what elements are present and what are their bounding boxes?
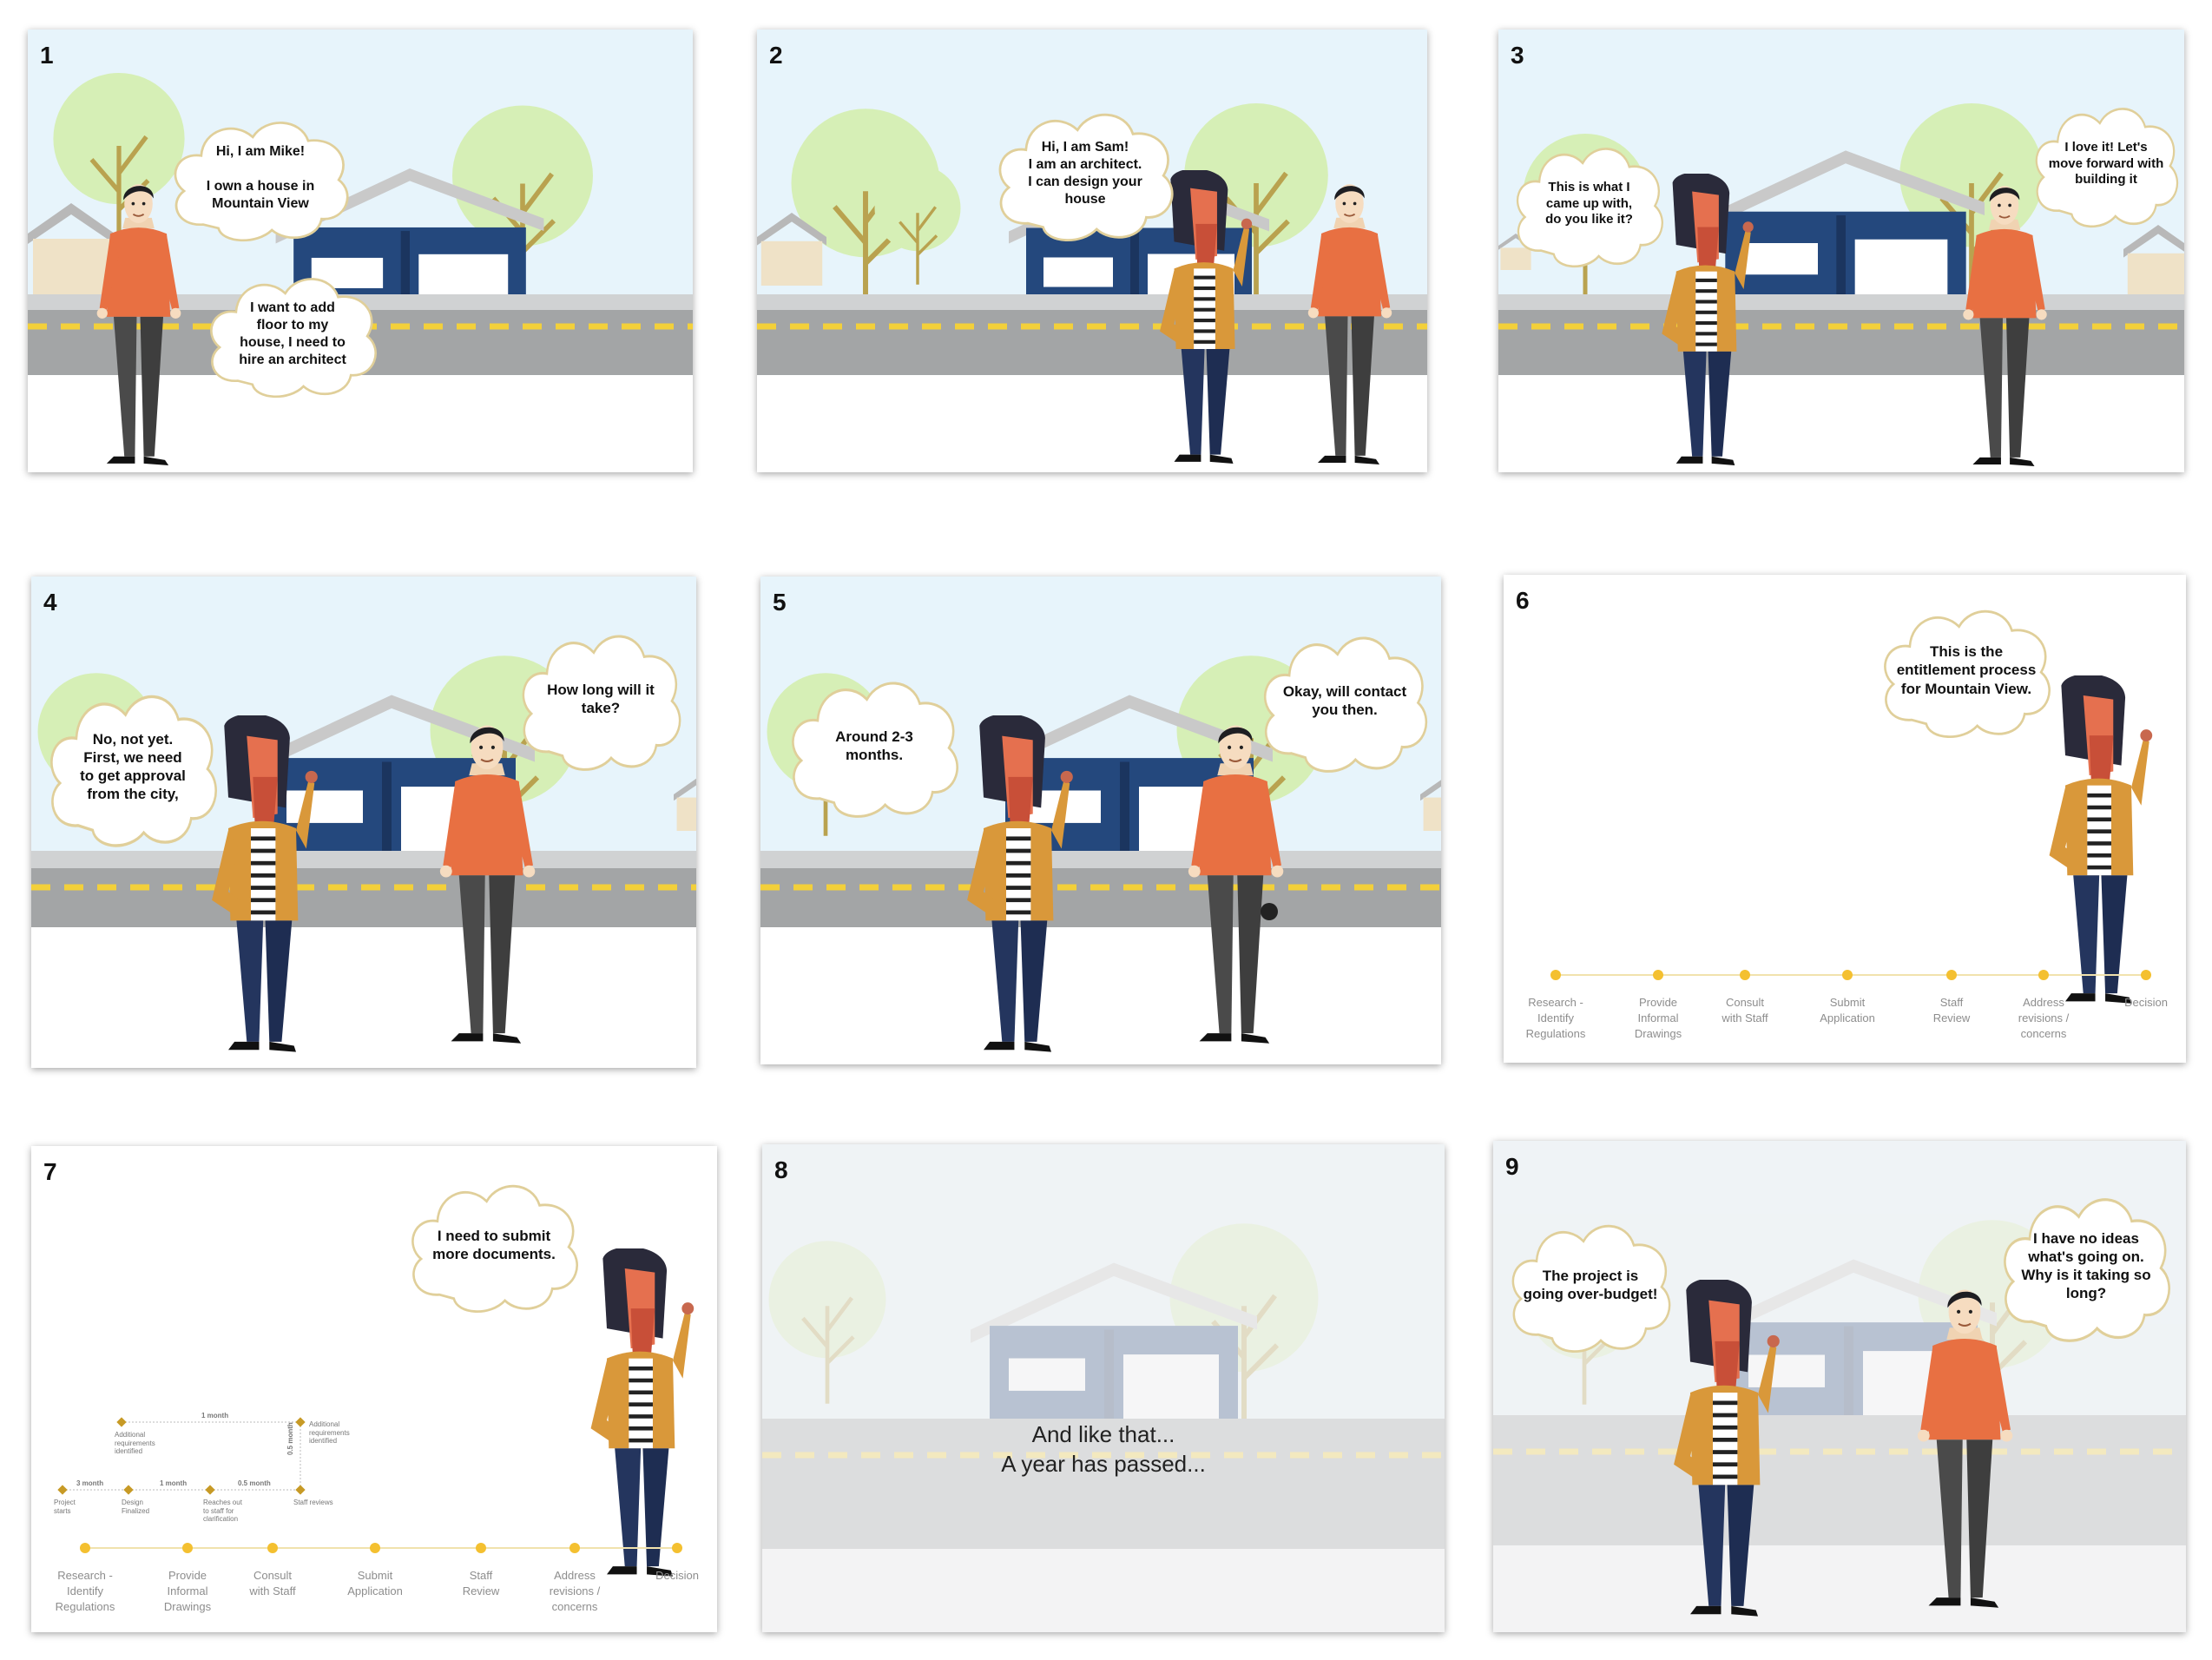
milestone-label: Additional requirements identified <box>115 1431 155 1456</box>
speech-bubble: I love it! Let's move forward with build… <box>2028 99 2184 229</box>
speech-text: No, not yet. First, we need to get appro… <box>80 730 186 803</box>
timeline-label: Consult with Staff <box>249 1569 296 1598</box>
speech-text: How long will it take? <box>547 681 655 716</box>
milestone-label: Additional requirements identified <box>309 1420 350 1446</box>
panel-number: 8 <box>774 1156 788 1183</box>
speech-text: Hi, I am Sam! I am an architect. I can d… <box>1028 140 1142 207</box>
milestone-label: Design Finalized <box>122 1499 150 1515</box>
timeline-label: Provide Informal Drawings <box>163 1569 212 1614</box>
speech-bubble: How long will it take? <box>514 625 688 773</box>
speech-bubble: Around 2-3 months. <box>783 672 965 820</box>
timeline-dot <box>476 1543 486 1553</box>
speech-bubble: The project is going over-budget! <box>1504 1215 1677 1354</box>
timeline-label: Submit Application <box>1820 996 1875 1025</box>
speech-bubble: Okay, will contact you then. <box>1255 627 1434 774</box>
panel-number: 5 <box>773 589 787 616</box>
speech-bubble: I need to submit more documents. <box>403 1176 585 1314</box>
timeline-dot <box>1740 970 1750 980</box>
panel-6-scene <box>2049 675 2153 1004</box>
panel-number: 4 <box>43 589 57 616</box>
panel-6: 6 This is the entitlement process for Mo… <box>1504 575 2186 1063</box>
timeline-dot <box>370 1543 380 1553</box>
panel-3: 3 This is what I came up with, do you li… <box>1498 30 2184 472</box>
timeline-dot <box>1946 970 1957 980</box>
speech-text: This is the entitlement process for Moun… <box>1896 643 2037 697</box>
timeline-dot <box>80 1543 90 1553</box>
timeline-label: Submit Application <box>347 1569 403 1598</box>
timeline-label: Address revisions / concerns <box>2018 996 2070 1041</box>
panel-number: 9 <box>1505 1153 1519 1180</box>
panel-number: 1 <box>40 42 54 69</box>
timeline-dot <box>569 1543 580 1553</box>
speech-text: I want to add floor to my house, I need … <box>239 300 346 367</box>
speech-text: Okay, will contact you then. <box>1282 682 1407 718</box>
duration-label: 1 month <box>160 1479 188 1487</box>
timeline-dot <box>1842 970 1853 980</box>
duration-label: 0.5 month <box>238 1479 271 1487</box>
speech-text: Hi, I am Mike! I own a house in Mountain… <box>206 144 315 211</box>
panel-number: 2 <box>769 42 783 69</box>
duration-label: 1 month <box>201 1412 229 1420</box>
timeline-label: Staff Review <box>1932 996 1971 1025</box>
milestone-label: Project starts <box>54 1499 76 1515</box>
panel-number: 6 <box>1516 587 1530 614</box>
duration-label: 0.5 month <box>286 1422 294 1455</box>
speech-bubble: This is what I came up with, do you like… <box>1509 139 1669 269</box>
timeline-label: Consult with Staff <box>1722 996 1768 1025</box>
speech-bubble: Hi, I am Sam! I am an architect. I can d… <box>990 104 1181 243</box>
milestone-label: Staff reviews <box>293 1499 333 1506</box>
panel-7: 7 I need to submit more documents. 3 mon… <box>31 1146 717 1632</box>
timeline-dot <box>2141 970 2151 980</box>
panel-5: 5 Around 2-3 months. Okay, will contact … <box>760 576 1441 1064</box>
timeline-label: Research - Identify Regulations <box>55 1569 115 1614</box>
panel-2: 2 Hi, I am Sam! I am an architect. I can… <box>757 30 1427 472</box>
panel-1: 1 Hi, I am Mike! I own a house in Mounta… <box>28 30 693 472</box>
timeline-label: Decision <box>655 1569 699 1582</box>
timeline-dot <box>2038 970 2049 980</box>
timeline-line <box>85 1547 675 1549</box>
speech-text: I have no ideas what's going on. Why is … <box>2021 1229 2151 1302</box>
speech-text: This is what I came up with, do you like… <box>1545 179 1633 227</box>
speech-bubble: This is the entitlement process for Moun… <box>1875 601 2057 740</box>
caption-text: And like that... A year has passed... <box>1001 1421 1206 1477</box>
panel-4: 4 No, not yet. First, we need to get app… <box>31 576 696 1068</box>
timeline-dot <box>267 1543 278 1553</box>
milestone-label: Reaches out to staff for clarification <box>203 1499 242 1524</box>
panel-2-scene <box>757 30 1427 472</box>
timeline-label: Address revisions / concerns <box>549 1569 601 1614</box>
speech-text: Around 2-3 months. <box>835 728 913 763</box>
speech-bubble: Hi, I am Mike! I own a house in Mountain… <box>165 113 356 243</box>
panel-8-scene <box>762 1144 1445 1549</box>
panel-9: 9 The project is going over-budget! I ha… <box>1493 1141 2186 1632</box>
timeline-dot <box>1550 970 1561 980</box>
panel-number: 7 <box>43 1158 57 1185</box>
speech-text: The project is going over-budget! <box>1523 1267 1658 1302</box>
timeline-dot <box>182 1543 193 1553</box>
speech-bubble: No, not yet. First, we need to get appro… <box>42 684 224 849</box>
timeline-dot <box>1653 970 1663 980</box>
panel-number: 3 <box>1511 42 1524 69</box>
panel-8: 8 And like that... A year has passed... <box>762 1144 1445 1632</box>
timeline-label: Decision <box>2124 996 2168 1009</box>
timeline-label: Research - Identify Regulations <box>1525 996 1586 1041</box>
speech-bubble: I have no ideas what's going on. Why is … <box>1995 1188 2177 1344</box>
speech-bubble: I want to add floor to my house, I need … <box>201 269 384 399</box>
speech-text: I need to submit more documents. <box>432 1227 556 1262</box>
duration-label: 3 month <box>76 1479 104 1487</box>
timeline-dot <box>672 1543 682 1553</box>
timeline-label: Staff Review <box>462 1569 500 1598</box>
speech-text: I love it! Let's move forward with build… <box>2048 139 2164 188</box>
panel-1-scene <box>28 30 693 472</box>
panel-7-scene <box>63 1248 695 1577</box>
timeline-label: Provide Informal Drawings <box>1634 996 1682 1041</box>
